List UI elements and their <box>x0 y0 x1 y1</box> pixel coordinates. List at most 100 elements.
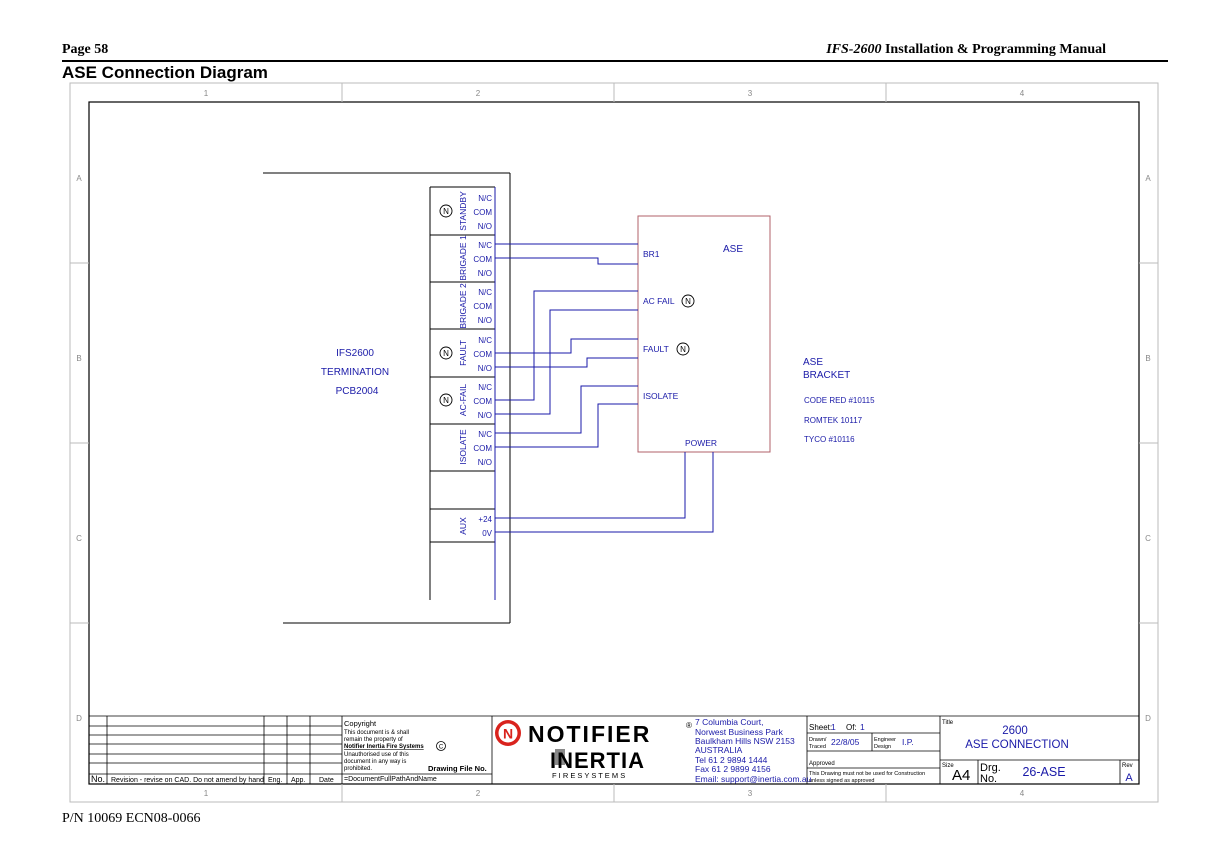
terminal-standby-nc: N/C <box>478 194 492 203</box>
zone-dividers <box>70 83 1158 802</box>
address-email: Email: support@inertia.com.au <box>695 774 812 784</box>
zone-col-1-bottom: 1 <box>204 789 209 798</box>
n-badge-standby: N <box>439 204 453 218</box>
terminal-brigade2-com: COM <box>473 302 492 311</box>
terminal-brigade2-no: N/O <box>478 316 492 325</box>
zone-col-2-top: 2 <box>476 89 481 98</box>
terminal-fault-no: N/O <box>478 364 492 373</box>
n-badge-fault-text: N <box>443 349 449 358</box>
terminal-aux-0v: 0V <box>482 529 492 538</box>
wiring <box>495 243 714 533</box>
rev-eng-label: Eng. <box>268 777 282 784</box>
construction-note-line1: This Drawing must not be used for Constr… <box>809 771 925 777</box>
inertia-logo: INERTIA F I R E S Y S T E M S <box>550 748 645 780</box>
traced-label: Traced <box>809 744 826 750</box>
terminal-brigade1-no: N/O <box>478 269 492 278</box>
manual-title: IFS-2600 Installation & Programming Manu… <box>826 42 1106 58</box>
registered-mark: ® <box>686 721 692 730</box>
n-badge-standby-text: N <box>443 207 449 216</box>
n-badge-fault: N <box>439 346 453 360</box>
outer-frame <box>69 82 1159 803</box>
zone-row-a-left: A <box>76 174 82 183</box>
approved-label: Approved <box>809 761 835 767</box>
ase-power: POWER <box>685 438 717 448</box>
title-label: Title <box>942 720 954 726</box>
zone-col-1-top: 1 <box>204 89 209 98</box>
n-badge-ase-acfail-text: N <box>685 297 691 306</box>
n-badge-acfail-text: N <box>443 396 449 405</box>
group-label-brigade2: BRIGADE 2 <box>458 283 468 329</box>
zone-col-2-bottom: 2 <box>476 789 481 798</box>
zone-col-3-top: 3 <box>748 89 753 98</box>
group-label-isolate: ISOLATE <box>458 429 468 465</box>
panel-termination: TERMINATION <box>321 367 389 378</box>
title-line2: ASE CONNECTION <box>965 739 1069 751</box>
panel-pcb: PCB2004 <box>336 386 379 397</box>
terminal-acfail-nc: N/C <box>478 383 492 392</box>
zone-row-b-left: B <box>76 354 81 363</box>
group-label-brigade1: BRIGADE 1 <box>458 235 468 281</box>
title-block-lines <box>89 715 1139 784</box>
terminal-aux-24v: +24 <box>478 515 492 524</box>
manual-title-rest: Installation & Programming Manual <box>881 42 1106 57</box>
notifier-logo: N NOTIFIER ® <box>495 720 692 747</box>
rev-date-label: Date <box>319 777 334 784</box>
of-value: 1 <box>860 722 865 732</box>
inertia-logo-fire-systems: F I R E S Y S T E M S <box>552 771 625 780</box>
copyright-symbol: C <box>436 741 446 751</box>
n-badge-ase-acfail: N <box>681 294 695 308</box>
terminal-acfail-com: COM <box>473 397 492 406</box>
address-tel: Tel 61 2 9894 1444 <box>695 755 768 765</box>
bracket-title-line2: BRACKET <box>803 370 850 381</box>
drg-label-line1: Drg. <box>980 762 1001 774</box>
ase-box <box>637 215 771 453</box>
zone-row-a-right: A <box>1145 174 1151 183</box>
zone-row-d-left: D <box>76 714 82 723</box>
zone-col-3-bottom: 3 <box>748 789 753 798</box>
part-number-footer: P/N 10069 ECN08-0066 <box>62 811 201 826</box>
size-value: A4 <box>952 767 970 784</box>
terminal-isolate-com: COM <box>473 444 492 453</box>
terminal-fault-com: COM <box>473 350 492 359</box>
of-label: Of: <box>846 723 857 732</box>
inner-frame <box>88 101 1140 785</box>
n-badge-ase-fault: N <box>676 342 690 356</box>
rev-value: A <box>1125 772 1133 784</box>
ase-isolate: ISOLATE <box>643 391 679 401</box>
copyright-line2: remain the property of <box>344 737 403 743</box>
drawing-file-value: =DocumentFullPathAndName <box>344 776 437 783</box>
engineer-value: I.P. <box>902 737 914 747</box>
construction-note-line2: unless signed as approved <box>809 778 874 784</box>
group-label-standby: STANDBY <box>458 191 468 231</box>
terminal-acfail-no: N/O <box>478 411 492 420</box>
notifier-logo-text: NOTIFIER <box>528 721 651 747</box>
ase-title: ASE <box>723 244 743 255</box>
address-fax: Fax 61 2 9899 4156 <box>695 764 771 774</box>
rev-label: Rev <box>1122 763 1133 769</box>
copyright-line5: document in any way is <box>344 759 406 765</box>
zone-col-4-top: 4 <box>1020 89 1025 98</box>
drg-label-line2: No. <box>980 773 997 785</box>
size-label: Size <box>942 763 954 769</box>
address-line4: AUSTRALIA <box>695 745 743 755</box>
zone-row-c-left: C <box>76 534 82 543</box>
ase-br1: BR1 <box>643 249 660 259</box>
copyright-line4: Unauthorised use of this <box>344 752 409 758</box>
header-rule <box>62 60 1168 62</box>
terminal-brigade1-com: COM <box>473 255 492 264</box>
terminal-standby-com: COM <box>473 208 492 217</box>
address-line1: 7 Columbia Court, <box>695 717 764 727</box>
drawn-value: 22/8/05 <box>831 737 860 747</box>
section-title: ASE Connection Diagram <box>62 63 268 82</box>
address-line2: Norwest Business Park <box>695 727 784 737</box>
terminal-brigade2-nc: N/C <box>478 288 492 297</box>
design-label: Design <box>874 744 891 750</box>
rev-no-label: No. <box>91 774 105 784</box>
bracket-item-romtek: ROMTEK 10117 <box>804 416 863 425</box>
inertia-logo-text: INERTIA <box>550 748 645 773</box>
terminal-isolate-nc: N/C <box>478 430 492 439</box>
copyright-symbol-text: C <box>439 745 444 751</box>
drg-number: 26-ASE <box>1022 765 1065 779</box>
termination-board <box>263 172 511 624</box>
